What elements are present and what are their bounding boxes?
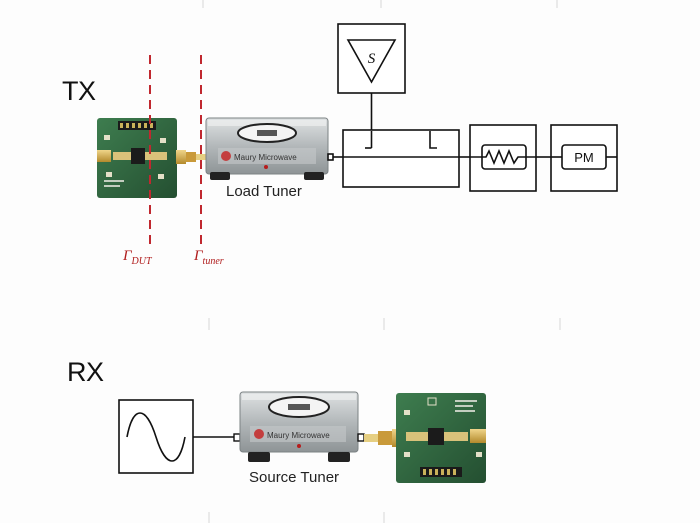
tx-sma-connector: [176, 150, 206, 164]
gamma-dut-label: ΓDUT: [123, 248, 152, 267]
source-symbol-label: S: [368, 51, 376, 67]
background-ticks: [202, 0, 561, 523]
tx-dut-board: [97, 118, 177, 198]
rx-sma-connector: [364, 429, 400, 447]
tx-label: TX: [62, 76, 96, 106]
svg-text:Maury Microwave: Maury Microwave: [234, 153, 297, 162]
load-tuner: Maury Microwave: [205, 117, 329, 180]
rx-label: RX: [67, 357, 104, 387]
attenuator-box: [469, 124, 537, 192]
load-tuner-caption: Load Tuner: [226, 183, 302, 200]
power-meter-box: [550, 124, 618, 192]
power-meter-label: PM: [574, 150, 594, 165]
rx-sine-source: [118, 399, 241, 474]
reference-planes: [149, 55, 202, 244]
svg-text:Maury Microwave: Maury Microwave: [267, 431, 330, 440]
rx-dut-board: [396, 393, 486, 483]
source-tuner: Maury Microwave: [239, 391, 365, 462]
gamma-tuner-label: Γtuner: [194, 248, 224, 267]
source-tuner-caption: Source Tuner: [249, 469, 340, 486]
directional-coupler: [342, 129, 460, 188]
tx-signal-line: [327, 153, 551, 161]
signal-source-box: [337, 23, 406, 148]
